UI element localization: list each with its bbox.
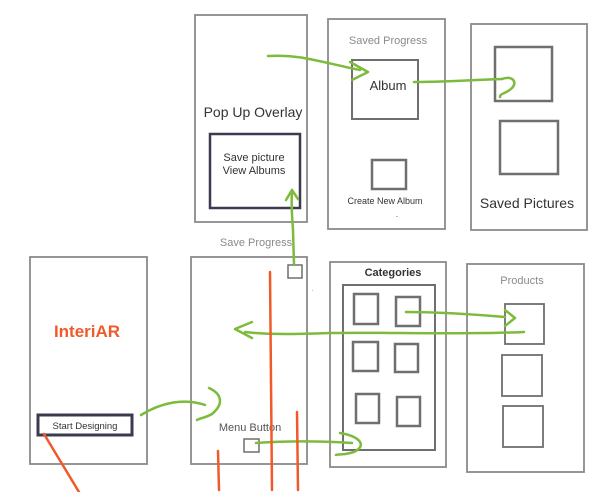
category-tile[interactable] xyxy=(393,342,420,374)
arrow-overlay-to-album xyxy=(266,54,362,72)
product-tile[interactable] xyxy=(502,405,544,448)
save-progress-label: Save Progress xyxy=(220,237,293,249)
categories-title: Categories xyxy=(365,267,422,279)
category-tile[interactable] xyxy=(354,392,381,425)
create-album-label: Create New Album xyxy=(347,196,422,206)
arrow-head xyxy=(498,76,516,99)
category-tile[interactable] xyxy=(395,395,422,428)
flow-arrows xyxy=(139,54,526,457)
main-frame xyxy=(190,256,308,465)
annotation-lines xyxy=(42,270,300,492)
album-label: Album xyxy=(370,78,407,93)
annotation-line xyxy=(216,449,221,492)
create-album-icon[interactable] xyxy=(370,158,408,191)
saved-pictures-screen: Saved Pictures xyxy=(470,23,588,231)
overlay-menu-save-picture[interactable]: Save picture xyxy=(223,152,284,164)
app-name: InteriAR xyxy=(54,322,120,341)
saved-picture-thumb-2[interactable] xyxy=(498,119,560,176)
small-dot: · xyxy=(311,286,314,295)
splash-screen: InteriAR Start Designing xyxy=(29,256,148,465)
arrow-save-to-overlay xyxy=(290,190,296,266)
splash-frame xyxy=(29,256,148,465)
menu-button[interactable] xyxy=(243,438,260,453)
arrow-head xyxy=(503,308,517,328)
saved-progress-frame xyxy=(327,18,446,230)
category-tile[interactable] xyxy=(352,292,380,326)
annotation-line xyxy=(42,432,81,492)
annotation-line xyxy=(268,270,274,492)
arrow-products-to-main xyxy=(243,330,526,336)
saved-progress-title: Saved Progress xyxy=(349,35,428,47)
categories-frame xyxy=(329,261,447,468)
arrow-album-to-pictures xyxy=(412,77,504,84)
arrow-head xyxy=(284,188,300,202)
overlay-screen: Pop Up Overlay Save picture View Albums xyxy=(194,14,308,223)
arrow-menu-to-categories xyxy=(254,440,354,445)
categories-list-box xyxy=(342,284,436,451)
arrow-category-to-product xyxy=(404,310,507,319)
arrow-head xyxy=(348,60,370,82)
saved-progress-screen: Saved Progress Album Create New Album . xyxy=(327,18,446,230)
start-designing-label: Start Designing xyxy=(53,421,118,432)
arrow-head xyxy=(334,431,362,457)
overlay-screen-frame xyxy=(194,14,308,223)
save-progress-button[interactable] xyxy=(287,264,303,279)
saved-picture-thumb-1[interactable] xyxy=(493,45,554,103)
annotation-line xyxy=(295,410,300,492)
product-tile[interactable] xyxy=(504,303,545,345)
album-box[interactable] xyxy=(351,59,419,120)
start-designing-button[interactable] xyxy=(36,413,134,437)
product-tile[interactable] xyxy=(501,354,543,397)
arrow-start-to-main xyxy=(139,400,207,417)
categories-screen: Categories xyxy=(329,261,447,468)
overlay-menu-box xyxy=(208,132,302,210)
menu-button-label: Menu Button xyxy=(219,422,281,434)
overlay-menu-view-albums[interactable]: View Albums xyxy=(223,165,286,177)
arrow-head xyxy=(233,320,254,340)
products-title: Products xyxy=(500,275,544,287)
saved-pictures-title: Saved Pictures xyxy=(480,195,574,211)
saved-pictures-frame xyxy=(470,23,588,231)
overlay-title: Pop Up Overlay xyxy=(204,104,303,120)
main-screen: Save Progress Menu Button · xyxy=(190,237,314,465)
arrow-head xyxy=(195,386,222,422)
saved-progress-dot: . xyxy=(396,209,399,219)
products-screen: Products xyxy=(466,263,585,473)
products-frame xyxy=(466,263,585,473)
category-tile[interactable] xyxy=(351,340,380,373)
